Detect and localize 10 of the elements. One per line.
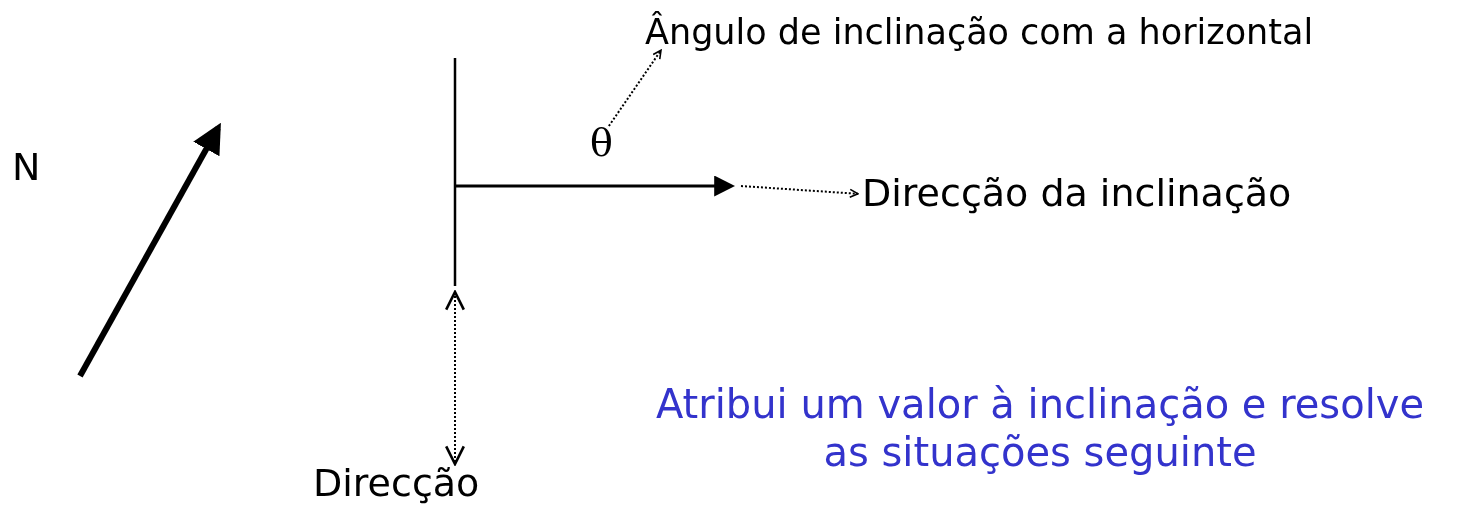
north-label: N xyxy=(12,146,41,190)
leader-arrow xyxy=(607,49,662,127)
instruction-text: Atribui um valor à inclinação e resolve as situações seguinte xyxy=(654,380,1426,476)
annotation-text: Ângulo de inclinação com a horizontal xyxy=(645,12,1314,53)
annotation-text: Direcção xyxy=(313,462,480,506)
dip-arrow xyxy=(455,176,737,196)
annotation-text: Direcção da inclinação xyxy=(862,172,1292,216)
leader-arrow xyxy=(444,290,466,466)
leader-arrow xyxy=(740,185,859,199)
angle-symbol: θ xyxy=(590,122,613,166)
